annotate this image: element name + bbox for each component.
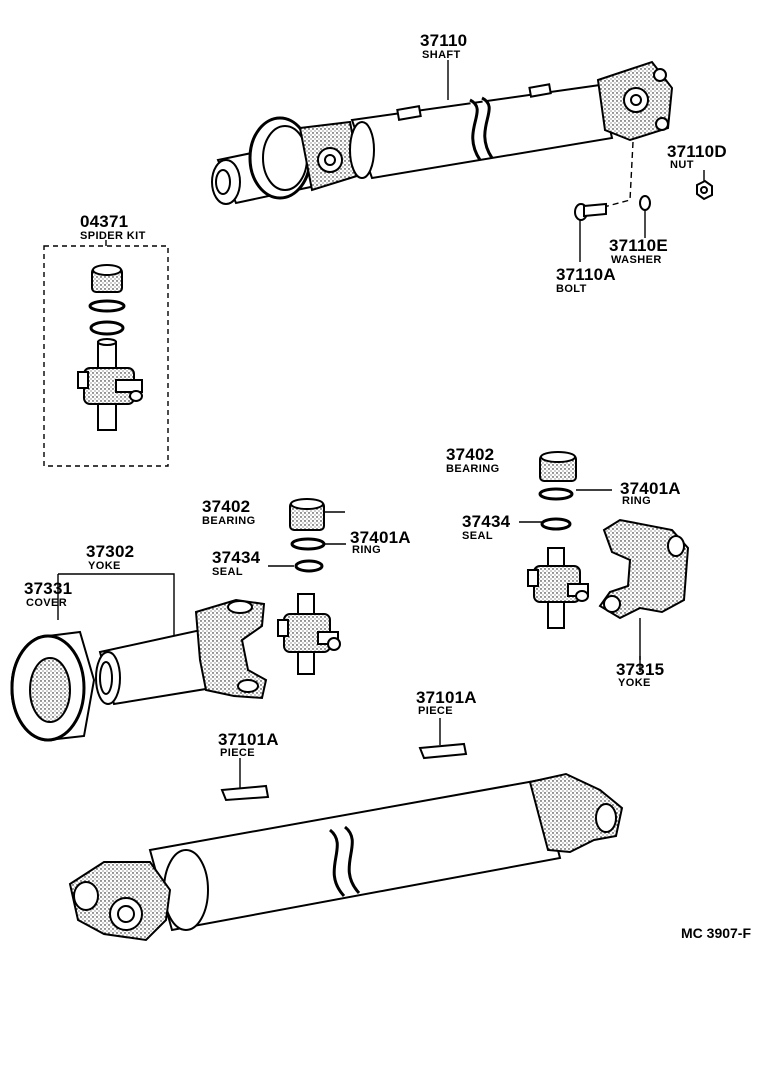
label-37302-name: YOKE bbox=[88, 560, 121, 572]
diagram-code: MC 3907-F bbox=[681, 925, 752, 941]
label-37101a-left-name: PIECE bbox=[220, 747, 256, 759]
label-37402-mid-number: 37402 bbox=[202, 497, 251, 516]
label-37401a-right-name: RING bbox=[622, 495, 652, 507]
label-04371-name: SPIDER KIT bbox=[80, 230, 146, 242]
label-37315-name: YOKE bbox=[618, 677, 651, 689]
upper-shaft-drawing bbox=[211, 60, 674, 209]
label-37401a-right-number: 37401A bbox=[620, 479, 681, 498]
right-spider-drawing bbox=[519, 451, 612, 629]
label-37331-number: 37331 bbox=[24, 579, 73, 598]
label-37434-mid-name: SEAL bbox=[212, 566, 243, 578]
label-37434-mid-number: 37434 bbox=[212, 548, 261, 567]
label-37110d-name: NUT bbox=[670, 159, 694, 171]
label-37434-right-name: SEAL bbox=[462, 530, 493, 542]
label-37434-right-number: 37434 bbox=[462, 512, 511, 531]
right-yoke-drawing bbox=[598, 518, 690, 660]
label-37110-number: 37110 bbox=[420, 31, 468, 50]
label-37101a-right-name: PIECE bbox=[418, 705, 454, 717]
middle-spider-drawing bbox=[268, 498, 346, 675]
washer-drawing bbox=[639, 195, 651, 238]
leader-lines bbox=[447, 60, 641, 672]
label-37401a-mid-name: RING bbox=[352, 544, 382, 556]
label-37110d-number: 37110D bbox=[667, 142, 727, 161]
nut-drawing bbox=[696, 170, 713, 201]
bolt-drawing bbox=[574, 202, 607, 262]
label-37331-name: COVER bbox=[26, 597, 68, 609]
label-37110-name: SHAFT bbox=[422, 49, 461, 61]
label-37402-right-name: BEARING bbox=[446, 463, 500, 475]
label-37110a-name: BOLT bbox=[556, 283, 587, 295]
label-37101a-left-number: 37101A bbox=[218, 730, 279, 749]
label-37402-right-number: 37402 bbox=[446, 445, 495, 464]
label-37110e-name: WASHER bbox=[611, 254, 662, 266]
label-37302-number: 37302 bbox=[86, 542, 135, 561]
label-37401a-mid-number: 37401A bbox=[350, 528, 411, 547]
label-37101a-right-number: 37101A bbox=[416, 688, 477, 707]
lower-shaft-drawing bbox=[68, 718, 624, 942]
label-04371-number: 04371 bbox=[80, 212, 129, 231]
left-yoke-drawing bbox=[10, 573, 268, 742]
label-37110e-number: 37110E bbox=[609, 236, 668, 255]
spider-kit-drawing bbox=[43, 240, 169, 467]
label-37402-mid-name: BEARING bbox=[202, 515, 256, 527]
label-37315-number: 37315 bbox=[616, 660, 665, 679]
label-37110a-number: 37110A bbox=[556, 265, 616, 284]
